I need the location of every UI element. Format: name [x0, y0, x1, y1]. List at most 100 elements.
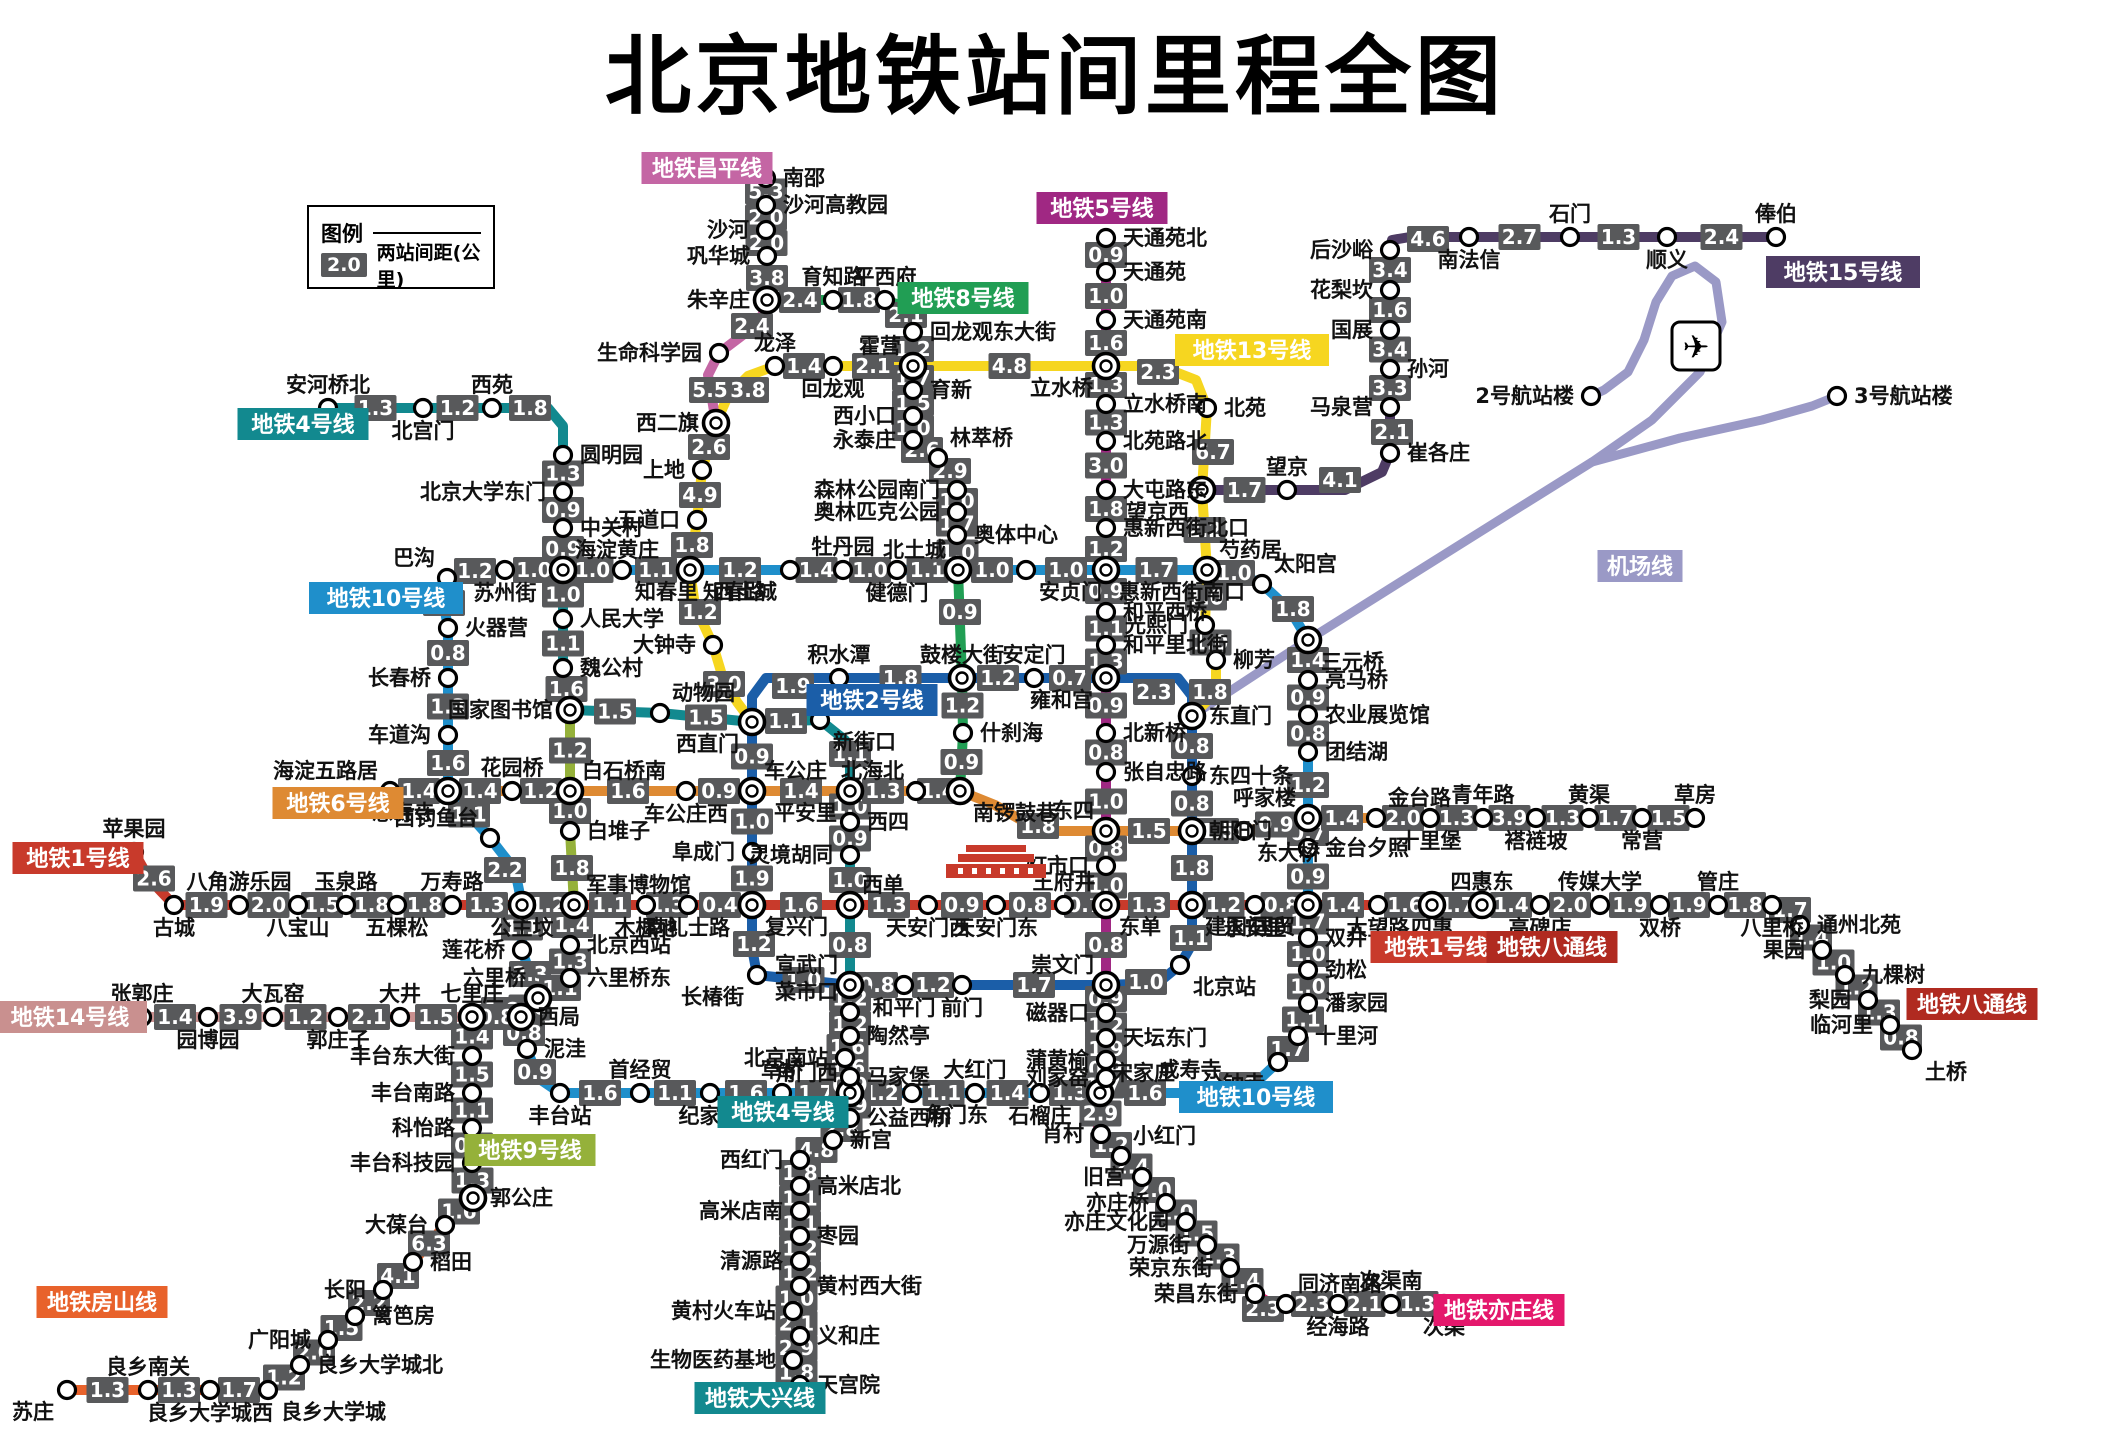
distance-chip: [772, 673, 814, 699]
distance-chip: [765, 708, 807, 734]
station-label-经海路: 经海路: [1307, 1315, 1371, 1339]
station-label-霍营: 霍营: [859, 334, 901, 358]
station-label-南法信: 南法信: [1438, 248, 1501, 272]
station-label-惠新西街南口: 惠新西街南口: [1119, 580, 1245, 604]
station-label-泥洼: 泥洼: [544, 1037, 586, 1061]
distance-chip-value: 1.2: [440, 396, 475, 420]
distance-chip: [1369, 336, 1411, 363]
distance-chip-value: 1.0: [1193, 631, 1228, 655]
distance-chip: [1647, 805, 1690, 831]
station-前门: [951, 974, 973, 996]
station-label-立水桥南: 立水桥南: [1123, 392, 1207, 416]
line-label-text: 地铁4号线: [251, 412, 354, 438]
station-丰台南路: [461, 1082, 483, 1104]
station-label-高米店南: 高米店南: [699, 1199, 783, 1223]
distance-chip: [448, 801, 490, 828]
station-label-木樨地: 木樨地: [614, 916, 678, 940]
distance-chip: [408, 1230, 450, 1257]
distance-chip-value: 1.1: [657, 1081, 692, 1105]
station-label-育新: 育新: [930, 378, 972, 402]
station-label-园博园: 园博园: [177, 1028, 240, 1052]
line-label-text: 地铁13号线: [1193, 338, 1312, 364]
interchange-icon: [745, 715, 759, 729]
distance-chip-value: 1.3: [1601, 225, 1636, 249]
distance-chip-value: 1.3: [545, 462, 580, 486]
station-label-东大桥: 东大桥: [1257, 841, 1321, 865]
station-良乡大学城西: [199, 1379, 221, 1401]
distance-chip: [936, 539, 979, 566]
station-label-车公庄: 车公庄: [764, 759, 827, 783]
distance-chip-value: 1.6: [430, 751, 465, 775]
distance-chip-value: 2.4: [1704, 225, 1739, 249]
station-label-万源街: 万源街: [1126, 1233, 1190, 1257]
station-label-新宫: 新宫: [850, 1128, 892, 1152]
station-label-大钟寺: 大钟寺: [633, 633, 696, 657]
interchange-icon: [760, 293, 774, 307]
station-label-海淀黄庄: 海淀黄庄: [575, 538, 659, 562]
station-荣京东街: [1219, 1257, 1241, 1279]
line-label-text: 地铁八通线: [1917, 992, 2027, 1018]
station-label-上地: 上地: [643, 458, 685, 482]
station-西四: [839, 811, 861, 833]
station-label-天通苑北: 天通苑北: [1123, 226, 1207, 250]
station-label-安河桥北: 安河桥北: [286, 373, 370, 397]
distance-chip: [427, 640, 469, 666]
station-和平门: [893, 974, 915, 996]
distance-chip: [1085, 692, 1127, 719]
interchange-icon: [683, 563, 697, 577]
station-大望路: [1367, 894, 1389, 916]
station-label-灵境胡同: 灵境胡同: [749, 843, 833, 867]
station-label-长椿街: 长椿街: [681, 985, 744, 1009]
station-苏庄: [56, 1379, 78, 1401]
distance-chip: [1371, 419, 1413, 445]
station-良乡南关: [137, 1379, 159, 1401]
station-广阳城: [317, 1329, 339, 1351]
station-稻田: [402, 1251, 424, 1273]
station-沙河高教园: [755, 194, 777, 216]
station-灯市口: [1095, 855, 1117, 877]
distance-chip: [301, 892, 343, 918]
distance-chip: [1490, 892, 1532, 918]
station-label-六里桥: 六里桥: [463, 966, 527, 990]
distance-chip: [542, 536, 584, 562]
station-label-北苑: 北苑: [1224, 396, 1266, 420]
interchange-icon: [1301, 811, 1315, 825]
station-白堆子: [559, 820, 581, 842]
station-生物医药基地: [782, 1349, 804, 1371]
distance-chip: [829, 825, 871, 852]
station-label-和平门: 和平门: [873, 996, 936, 1020]
station-label-望京西: 望京西: [1126, 500, 1189, 524]
distance-chip: [689, 377, 731, 403]
interchange-icon: [1093, 1086, 1107, 1100]
station-label-西苑: 西苑: [471, 373, 513, 397]
station-label-平安里: 平安里: [774, 801, 837, 825]
station-label-育知路: 育知路: [802, 265, 866, 289]
distance-chip: [1085, 242, 1127, 268]
distance-chip: [1135, 557, 1178, 583]
station-车公庄西: [675, 780, 697, 802]
distance-chip-value: 1.9: [734, 867, 769, 891]
distance-chip-value: 1.2: [980, 666, 1015, 690]
distance-chip-value: 1.8: [512, 396, 547, 420]
distance-chip: [699, 892, 741, 918]
station-label-北海北: 北海北: [841, 759, 904, 783]
station-南法信: [1458, 226, 1480, 248]
distance-chip: [542, 460, 584, 487]
line-label-box-地铁9号线: [464, 1134, 596, 1166]
station-label-肖村: 肖村: [1042, 1122, 1084, 1146]
distance-chip: [1369, 257, 1411, 283]
station-大葆台: [434, 1214, 456, 1236]
distance-chip: [607, 778, 649, 804]
station-青年路: [1472, 807, 1494, 829]
distance-chip: [1319, 467, 1361, 493]
distance-chip: [86, 1377, 129, 1403]
distance-chip-value: 1.2: [552, 739, 587, 763]
distance-chip: [1171, 790, 1213, 817]
station-label-奥林匹克公园: 奥林匹克公园: [814, 500, 940, 524]
station-label-次渠南: 次渠南: [1360, 1269, 1423, 1293]
station-label-苹果园: 苹果园: [103, 817, 166, 841]
station-天通苑南: [1095, 309, 1117, 331]
distance-chip: [1541, 805, 1584, 831]
distance-chip: [1049, 1080, 1091, 1106]
